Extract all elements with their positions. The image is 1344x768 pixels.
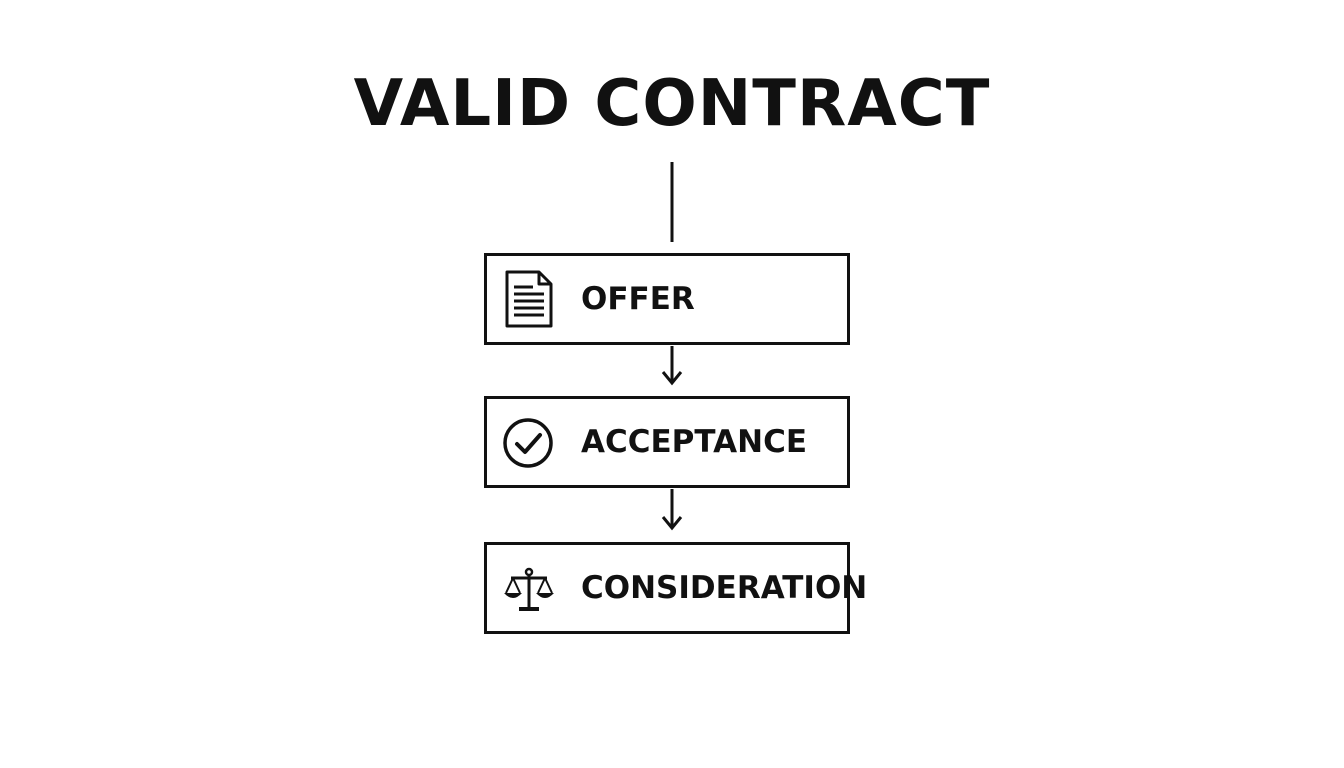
arrow-offer-to-acceptance <box>661 346 683 386</box>
scales-icon <box>504 567 554 611</box>
diagram-title: VALID CONTRACT <box>353 67 991 141</box>
step-label-consideration: CONSIDERATION <box>581 570 868 606</box>
document-icon <box>505 270 553 328</box>
step-offer: OFFER <box>484 253 850 345</box>
step-acceptance: ACCEPTANCE <box>484 396 850 488</box>
step-label-acceptance: ACCEPTANCE <box>581 424 807 460</box>
arrow-acceptance-to-consideration <box>661 489 683 531</box>
step-consideration: CONSIDERATION <box>484 542 867 634</box>
step-label-offer: OFFER <box>581 281 695 317</box>
check-circle-icon <box>503 418 553 468</box>
